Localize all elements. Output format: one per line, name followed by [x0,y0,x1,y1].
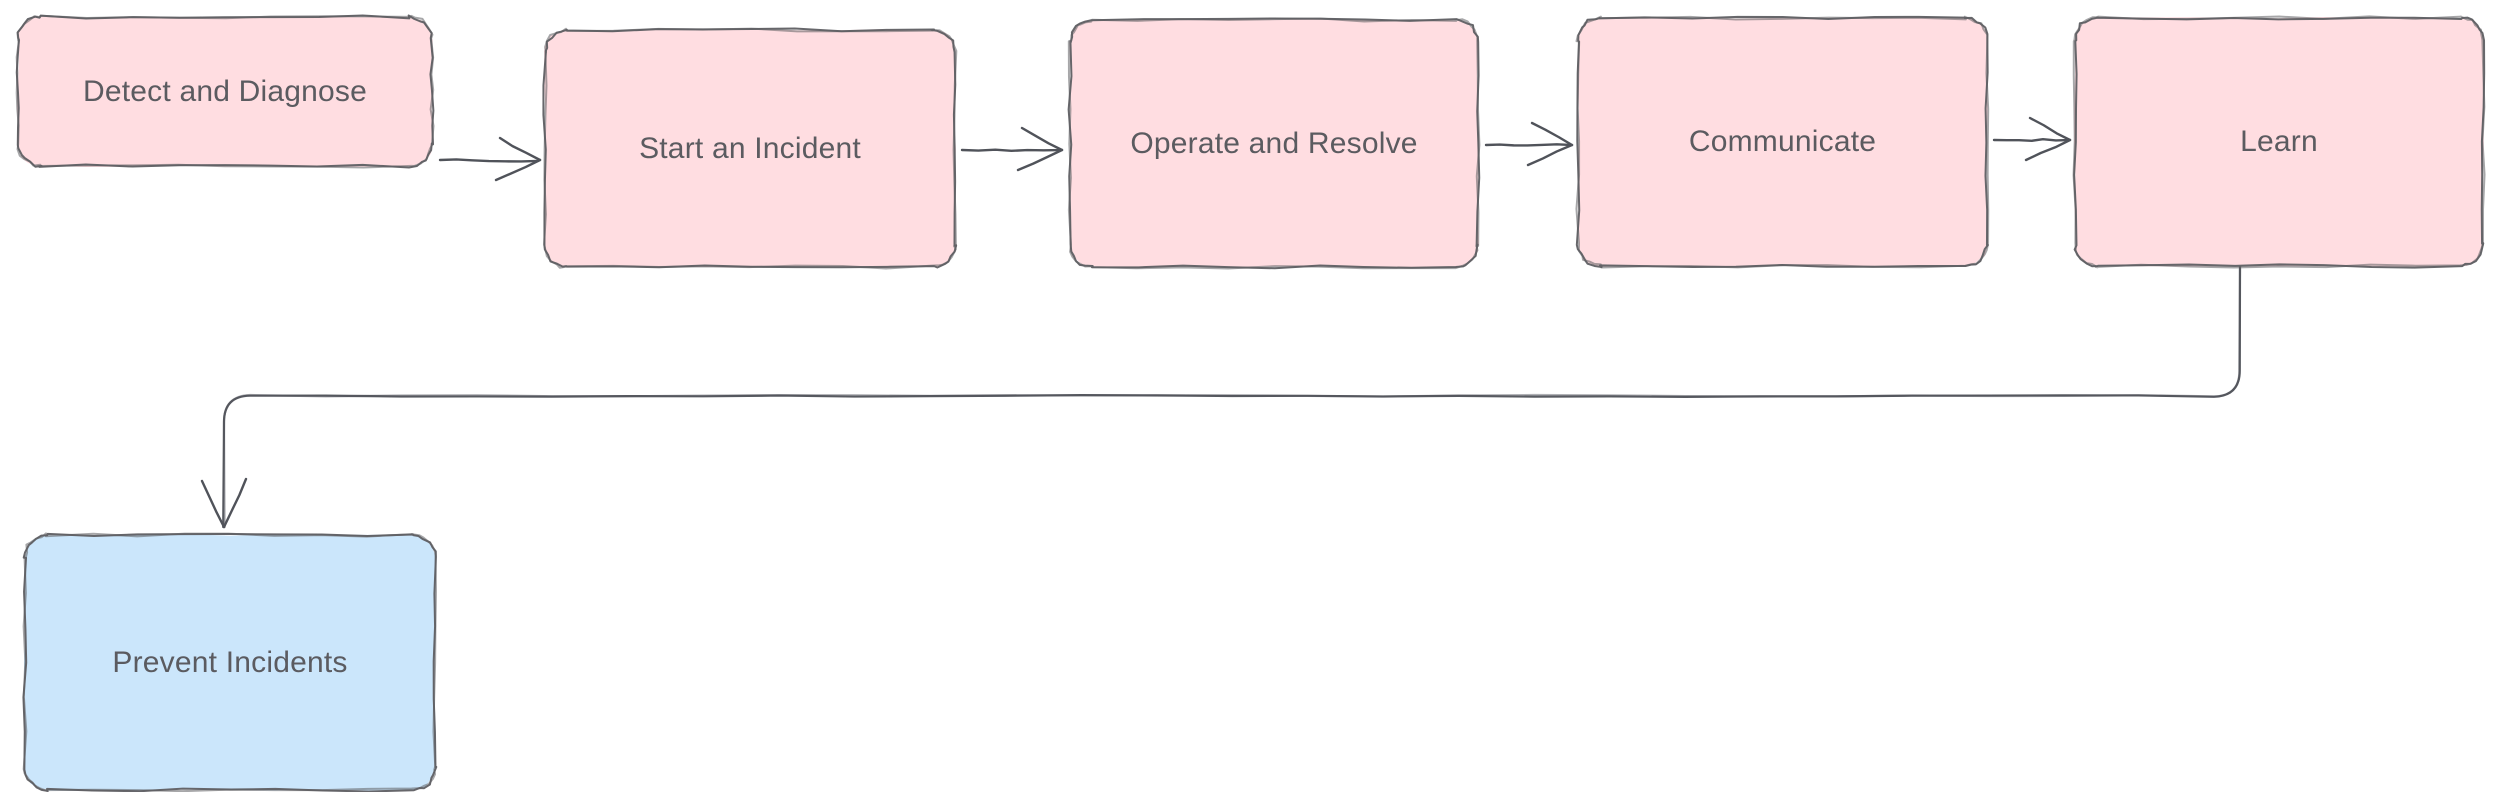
node-outline [543,27,958,270]
node-fill [1577,16,1988,267]
edge-e4 [1992,116,2072,162]
edge-stroke [438,158,540,163]
edge-stroke [1992,137,2070,142]
node-communicate[interactable] [1575,15,1990,269]
node-outline [2072,15,2486,269]
node-fill [544,29,956,268]
node-fill [17,16,433,167]
node-outline [22,532,437,792]
edge-stroke [222,477,248,529]
node-outline [1575,15,1990,269]
edge-stroke [200,479,226,529]
node-outline [15,14,435,169]
edge-stroke [960,148,1062,153]
edge-stroke [498,136,542,162]
edge-stroke [1484,143,1572,147]
edge-stroke [222,264,2242,529]
node-start[interactable] [542,27,958,270]
edge-e1 [438,136,542,182]
node-detect[interactable] [15,14,435,169]
node-learn[interactable] [2072,15,2486,269]
node-fill [2073,17,2484,267]
edge-stroke [1016,148,1064,172]
edge-stroke [1530,121,1574,147]
edge-stroke [222,264,2242,529]
edge-stroke [1020,126,1064,152]
nodes-layer [15,14,2486,792]
edge-stroke [2028,116,2072,142]
edge-e3 [1484,121,1574,167]
edge-stroke [494,158,542,182]
edges-layer [200,116,2242,529]
edge-stroke [2024,138,2072,162]
node-prevent[interactable] [22,532,438,792]
node-outline [1067,17,1481,270]
edge-stroke [1526,143,1574,167]
node-fill [23,534,436,792]
node-fill [1069,19,1479,268]
node-operate[interactable] [1067,17,1481,270]
edge-e5 [200,264,2242,529]
edge-e2 [960,126,1064,172]
